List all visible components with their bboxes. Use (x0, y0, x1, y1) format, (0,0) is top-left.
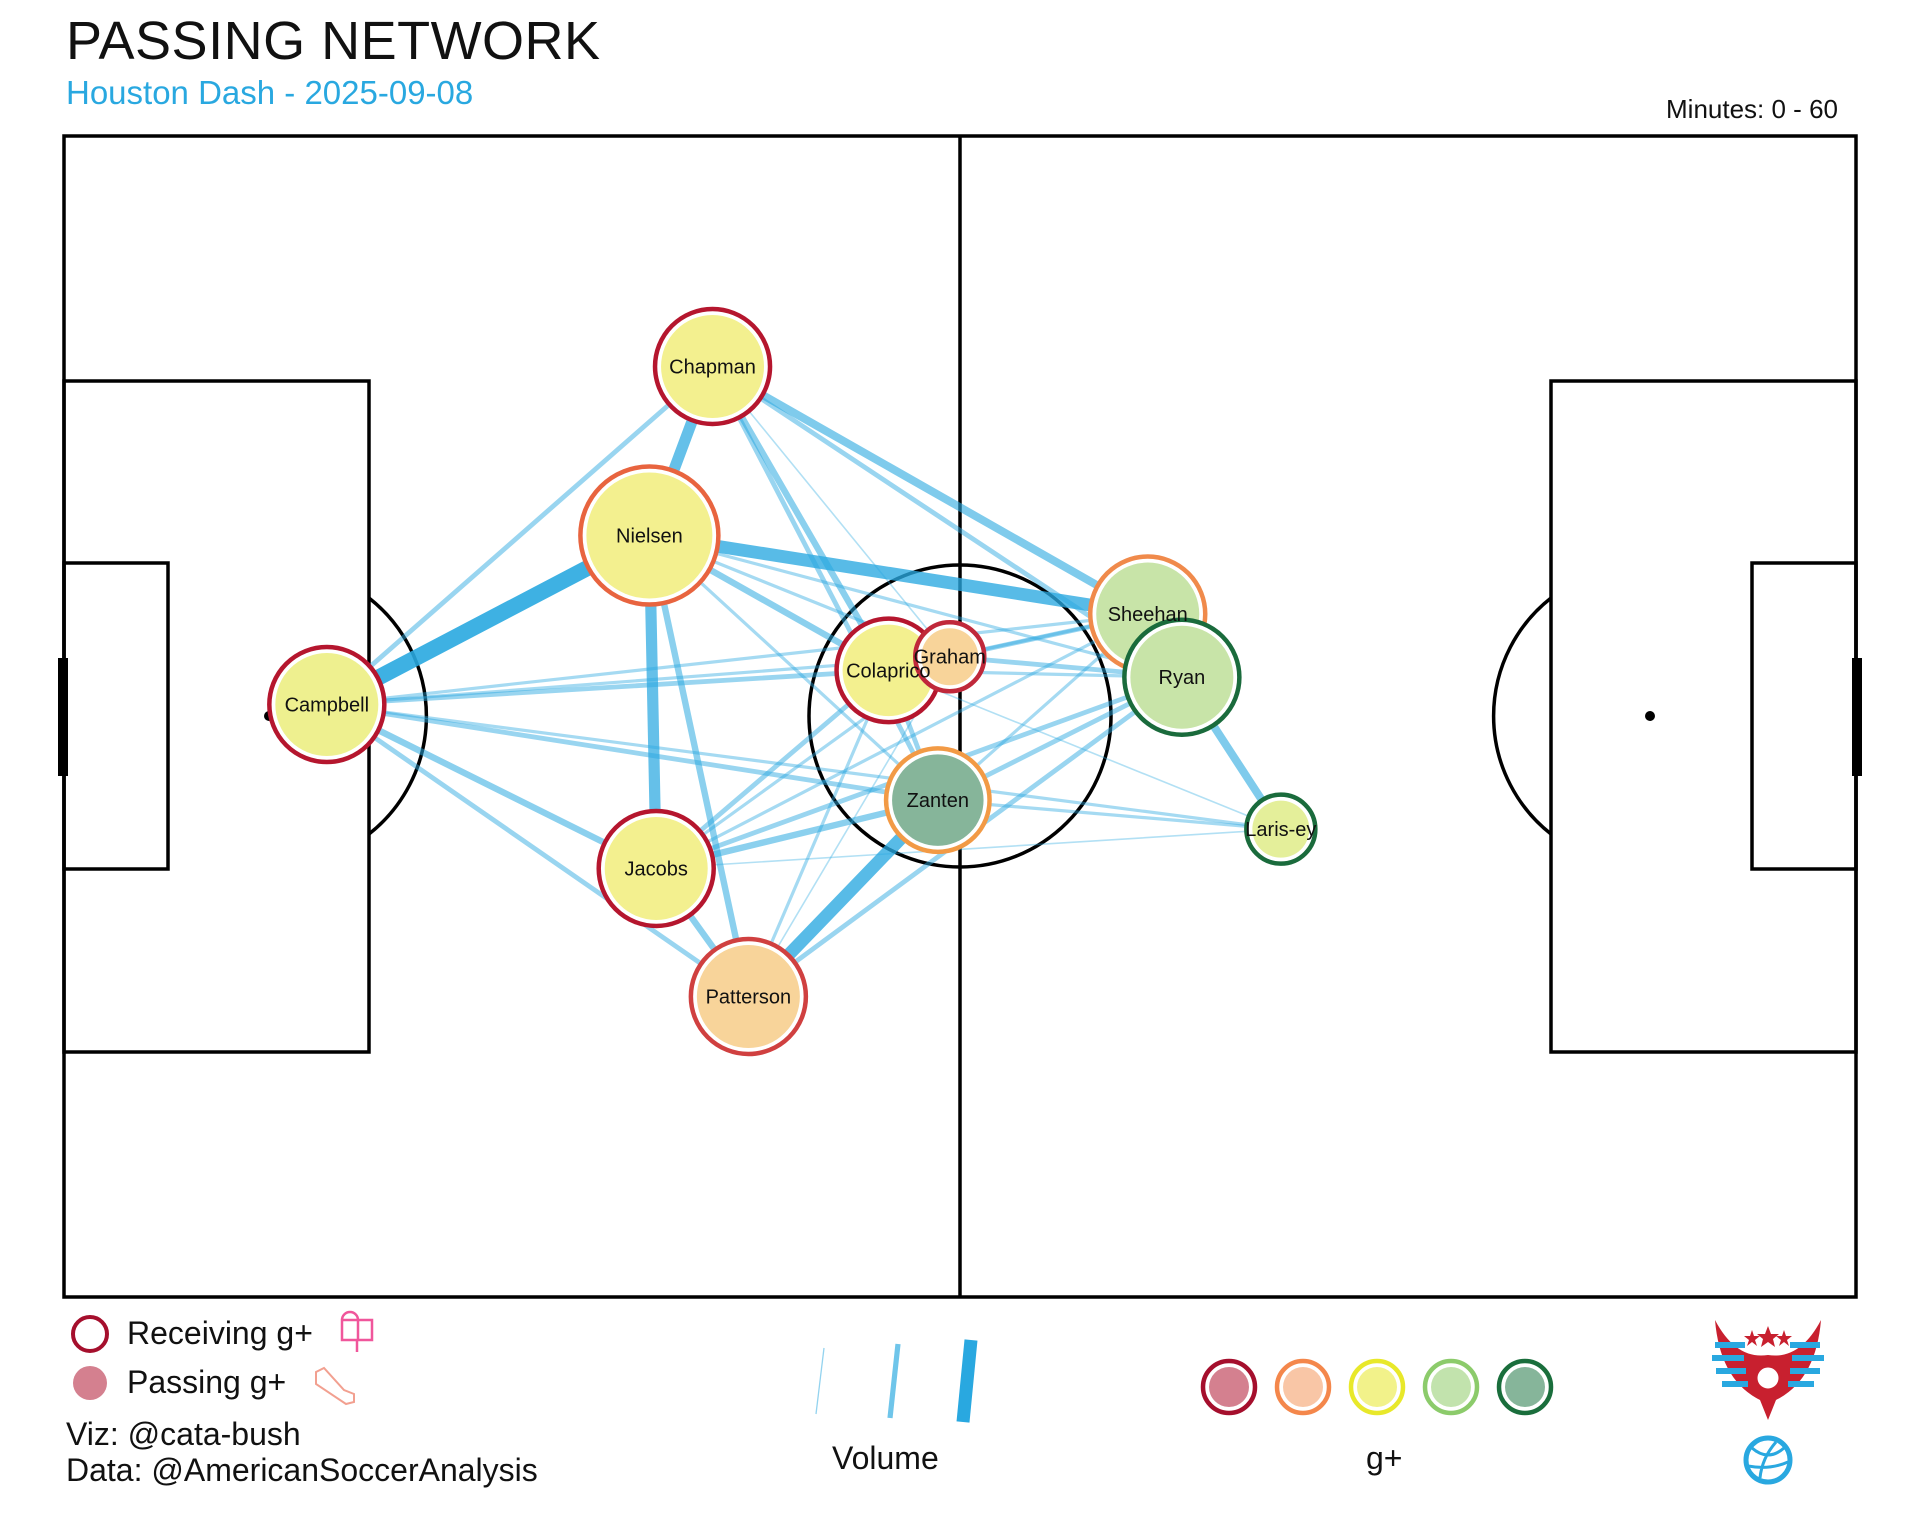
player-label: Nielsen (616, 526, 683, 548)
right-penalty-box (1549, 379, 1858, 1054)
player-label: Ryan (1159, 667, 1206, 689)
pass-edge-Chapman-Graham (711, 365, 951, 658)
pass-edge-Colaprico-Laris-ey (887, 669, 1282, 830)
center-circle (807, 563, 1113, 869)
right-penalty-spot (1645, 711, 1655, 721)
pass-edge-Nielsen-Patterson (646, 532, 752, 1000)
volume-legend-label: Volume (832, 1440, 939, 1476)
pass-edge-Chapman-Zanten (710, 364, 941, 803)
passing-fill (921, 628, 979, 686)
passing-fill (842, 624, 935, 717)
passing-fill (586, 472, 713, 599)
receiving-legend-label: Receiving g+ (127, 1315, 313, 1351)
player-node-ryan (1122, 617, 1242, 737)
subtitle: Houston Dash - 2025-09-08 (66, 74, 474, 111)
player-label: Colaprico (846, 660, 930, 682)
left-six-yard-box (62, 561, 170, 871)
player-label: Zanten (907, 790, 969, 812)
player-node-campbell (267, 644, 387, 765)
passing-legend-label: Passing g+ (127, 1364, 287, 1400)
left-goal (58, 658, 68, 776)
data-credit: Data: @AmericanSoccerAnalysis (66, 1452, 538, 1488)
passing-fill (892, 754, 984, 846)
right-penalty-arc (1491, 596, 1553, 836)
page-title: PASSING NETWORK (66, 11, 601, 71)
player-node-colaprico (834, 616, 943, 725)
pass-edge-Campbell-Patterson (324, 702, 751, 999)
player-label: Sheehan (1108, 604, 1188, 626)
player-node-chapman (652, 306, 773, 427)
minutes-range: Minutes: 0 - 60 (1666, 94, 1838, 124)
left-penalty-arc (367, 596, 429, 836)
pass-edge-Campbell-Zanten (324, 702, 941, 803)
player-label: Laris-ey (1245, 819, 1316, 841)
right-goal (1852, 658, 1862, 776)
player-label: Chapman (669, 356, 756, 378)
pass-edge-Campbell-Chapman (324, 364, 715, 707)
passing-fill (1252, 800, 1310, 858)
pass-edge-Campbell-Sheehan (325, 612, 1150, 707)
pass-edge-Campbell-Laris-ey (325, 702, 1283, 831)
pass-edge-Campbell-Jacobs (323, 701, 660, 872)
pass-edge-Jacobs-Sheehan (654, 612, 1150, 871)
gplus-legend-label: g+ (1366, 1440, 1403, 1476)
pass-edge-Campbell-Colaprico (324, 668, 891, 707)
passing-fill (275, 653, 379, 757)
right-six-yard-box (1750, 561, 1858, 871)
player-node-laris-ey (1244, 792, 1318, 866)
pass-edge-Nielsen-Sheehan (642, 529, 1155, 621)
player-label: Graham (914, 647, 986, 669)
player-node-zanten (883, 746, 992, 855)
passing-fill (696, 945, 800, 1049)
pass-edge-Chapman-Sheehan (708, 362, 1152, 619)
pass-edge-Jacobs-Laris-ey (655, 828, 1282, 870)
pass-edge-Zanten-Laris-ey (936, 798, 1283, 831)
viz-credit: Viz: @cata-bush (66, 1416, 301, 1452)
player-nodes (267, 306, 1318, 1057)
passing-fill (604, 816, 708, 920)
player-node-graham (913, 619, 987, 694)
player-node-jacobs (596, 808, 716, 929)
pass-edge-Nielsen-Ryan (647, 533, 1184, 679)
player-node-patterson (688, 936, 809, 1057)
passing-fill (661, 314, 765, 418)
player-node-nielsen (578, 464, 721, 607)
player-label: Jacobs (625, 858, 688, 880)
player-label: Campbell (285, 695, 369, 717)
player-label: Patterson (706, 987, 792, 1009)
passing-fill (1130, 625, 1234, 729)
